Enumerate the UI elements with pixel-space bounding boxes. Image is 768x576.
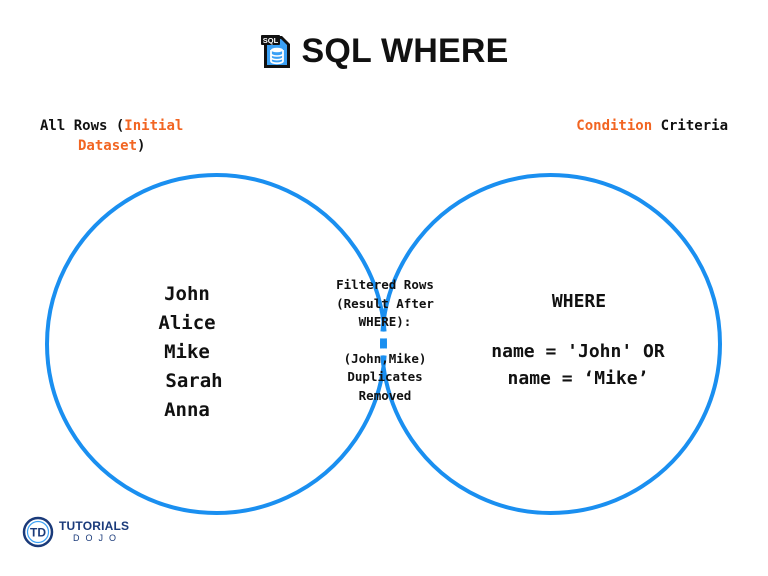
left-set-label: All Rows (Initial Dataset) <box>40 116 183 156</box>
intersection-left-arc <box>380 321 386 367</box>
left-set-rows: John Alice Mike Sarah Anna <box>118 280 256 425</box>
left-label-suffix: ) <box>137 138 146 154</box>
condition-line: name = ‘Mike’ <box>507 368 649 389</box>
td-logo-icon: TD <box>22 516 54 548</box>
right-label-highlight: Condition <box>576 118 653 134</box>
logo-text-bottom: DOJO <box>73 533 123 543</box>
right-set-label: Condition Criteria <box>576 116 728 136</box>
right-label-rest: Criteria <box>652 118 728 134</box>
intersection-line: (Result After <box>336 295 434 311</box>
condition-line: name = 'John' OR <box>491 341 665 362</box>
intersection-line: Duplicates <box>347 369 423 384</box>
diagram-title: SQL SQL WHERE <box>0 32 768 71</box>
page-title: SQL WHERE <box>301 32 509 70</box>
right-set-content: WHERE name = 'John' OR name = ‘Mike’ <box>470 290 686 392</box>
intersection-text: Filtered Rows (Result After WHERE): (Joh… <box>316 276 454 405</box>
row-item: Mike <box>164 341 210 363</box>
tutorials-dojo-logo: TD TUTORIALS DOJO <box>22 516 129 548</box>
intersection-line: Removed <box>358 387 412 403</box>
right-set-circle <box>381 173 722 515</box>
where-keyword: WHERE <box>551 291 607 312</box>
sql-badge-text: SQL <box>263 36 279 45</box>
row-item: Sarah <box>165 370 223 392</box>
left-label-highlight: Initial <box>124 118 184 134</box>
row-item: Anna <box>164 399 210 421</box>
logo-text-top: TUTORIALS <box>59 519 130 533</box>
row-item: Alice <box>158 312 216 334</box>
intersection-line: WHERE): <box>358 314 412 329</box>
sql-database-file-icon: SQL <box>261 34 291 68</box>
row-item: John <box>164 283 210 305</box>
intersection-line: (John,Mike) <box>343 350 427 366</box>
td-logo-mark-text: TD <box>30 526 46 540</box>
left-set-circle <box>45 173 386 515</box>
left-label-prefix: All Rows ( <box>40 118 125 134</box>
left-label-highlight-2: Dataset <box>78 138 138 154</box>
intersection-line: Filtered Rows <box>336 277 434 292</box>
